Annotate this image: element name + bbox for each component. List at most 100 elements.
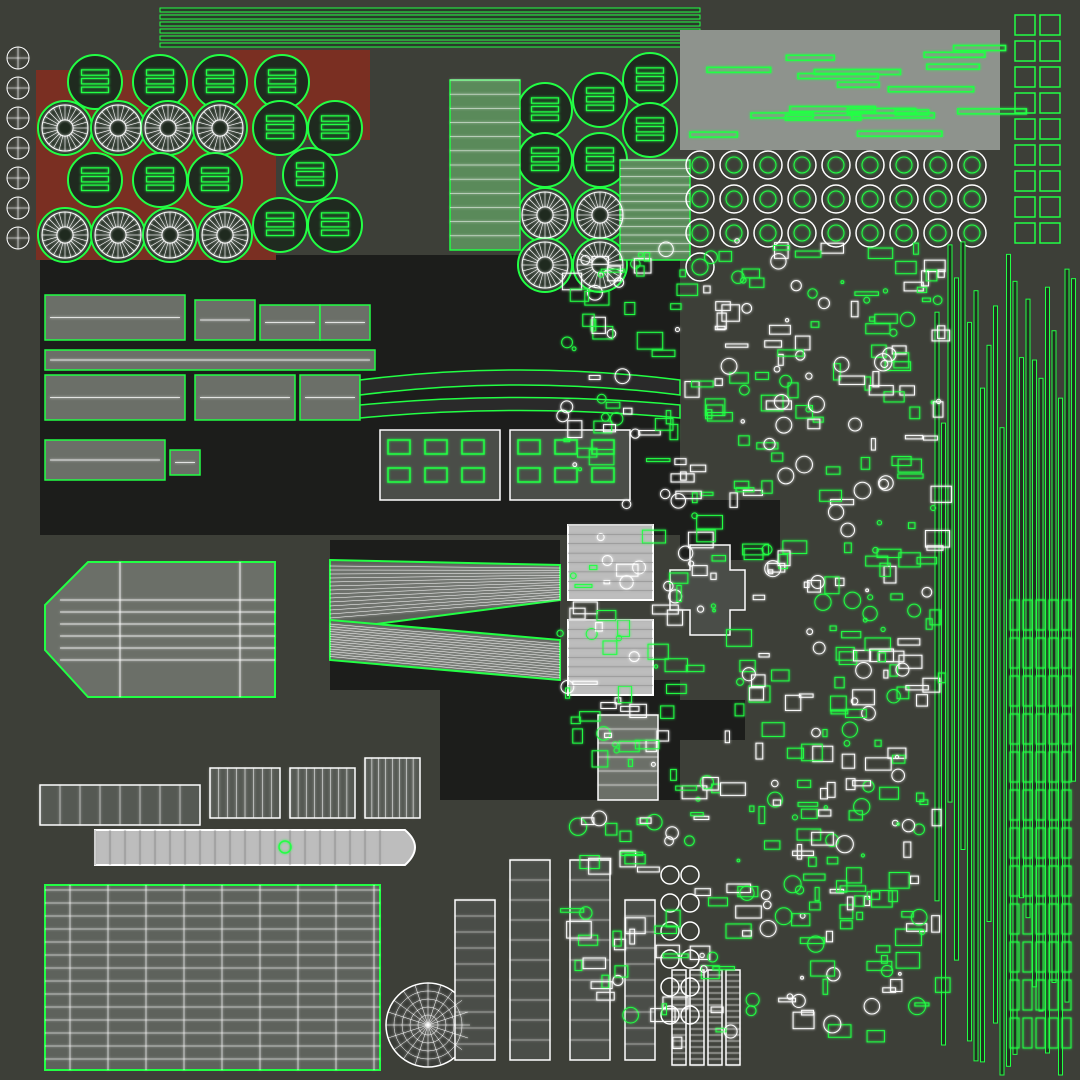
ring-inner (793, 190, 811, 208)
small-part (871, 344, 887, 358)
ring-pair (660, 921, 680, 941)
small-part (582, 957, 607, 970)
small-ring-part (615, 634, 623, 642)
column-part (1061, 637, 1072, 669)
ring-pair (680, 865, 700, 885)
small-ring-part (773, 365, 781, 373)
small-part (715, 1027, 727, 1033)
small-ring-part (601, 554, 613, 566)
small-part (876, 548, 902, 558)
gauge-spoke (42, 129, 58, 135)
ring-inner (963, 190, 981, 208)
ring-island (685, 150, 715, 180)
small-part (878, 650, 905, 663)
column-part (1009, 941, 1020, 973)
ring-island (855, 150, 885, 180)
small-part (636, 331, 664, 350)
box-island (1039, 222, 1061, 244)
ring-island (923, 218, 953, 248)
gauge-slot (320, 132, 350, 140)
gauge-spoke (218, 212, 224, 228)
small-part (755, 742, 764, 760)
small-part (905, 685, 929, 691)
small-ring-part (762, 900, 772, 910)
small-part (866, 960, 893, 971)
gauge-spoke (42, 236, 58, 242)
small-part (702, 776, 719, 791)
small-part (818, 809, 832, 817)
ring-inner (691, 224, 709, 242)
gauge-spoke (177, 228, 193, 234)
small-ring-part (650, 761, 656, 767)
radial-spoke (414, 984, 429, 1026)
small-part (603, 424, 617, 433)
gauge-spoke (70, 218, 82, 230)
gauge-spoke (593, 222, 599, 238)
gauge-spoke (197, 129, 213, 135)
small-part (579, 855, 600, 870)
gauge-spoke (68, 214, 77, 229)
gauge-spoke (119, 135, 125, 151)
gauge-slot (320, 123, 350, 131)
small-part (826, 856, 839, 865)
small-part (799, 937, 826, 945)
small-part (903, 281, 924, 292)
ring-island (855, 184, 885, 214)
small-part (666, 683, 687, 694)
ring-inner (691, 156, 709, 174)
small-part (891, 345, 907, 355)
gauge-spoke (593, 192, 599, 208)
gauge-spoke (158, 214, 167, 229)
small-part (820, 787, 828, 800)
gauge-spoke (48, 111, 60, 123)
gauge-hub (591, 206, 609, 224)
gauge-spoke (231, 238, 246, 247)
gauge-slot (267, 69, 297, 76)
column-part (1048, 675, 1059, 707)
column-part (1035, 979, 1046, 1011)
small-part (711, 554, 727, 562)
small-ring-part (898, 972, 902, 976)
small-part (700, 965, 720, 980)
ring-pair (660, 893, 680, 913)
fin-wire (329, 653, 561, 676)
gauge-slot (530, 97, 560, 104)
gauge-spoke (226, 116, 241, 125)
light-zone-part (952, 44, 1007, 52)
gauge-slot (265, 212, 295, 219)
column-part (1048, 789, 1059, 821)
board-socket (591, 439, 615, 455)
small-part (896, 686, 910, 700)
small-part (634, 739, 660, 750)
gauge-slot (265, 132, 295, 140)
small-part (724, 730, 730, 744)
gauge-slot (265, 115, 295, 122)
small-ring-part (587, 284, 603, 301)
ring-island (719, 150, 749, 180)
small-ring-part (585, 627, 598, 640)
small-ring-part (899, 311, 916, 327)
small-part (807, 418, 821, 430)
gauge-spoke (125, 236, 141, 242)
gauge-spoke (121, 214, 130, 229)
small-part (801, 743, 823, 762)
small-part (889, 664, 898, 677)
small-part (925, 269, 938, 282)
small-part (618, 740, 640, 753)
ring-island (753, 218, 783, 248)
gauge-spoke (106, 241, 115, 256)
gauge-spoke (548, 271, 557, 286)
light-zone (680, 30, 1000, 150)
small-part (676, 283, 699, 296)
small-part (906, 923, 928, 932)
gauge-spoke (213, 214, 222, 229)
gauge-spoke (606, 253, 621, 262)
small-part (854, 291, 879, 296)
small-part (712, 966, 735, 971)
top-strip (159, 21, 701, 27)
column-part (1061, 713, 1072, 745)
small-part (846, 867, 862, 884)
small-ring-part (759, 919, 777, 938)
small-part (674, 458, 687, 466)
gauge-spoke (522, 208, 538, 214)
